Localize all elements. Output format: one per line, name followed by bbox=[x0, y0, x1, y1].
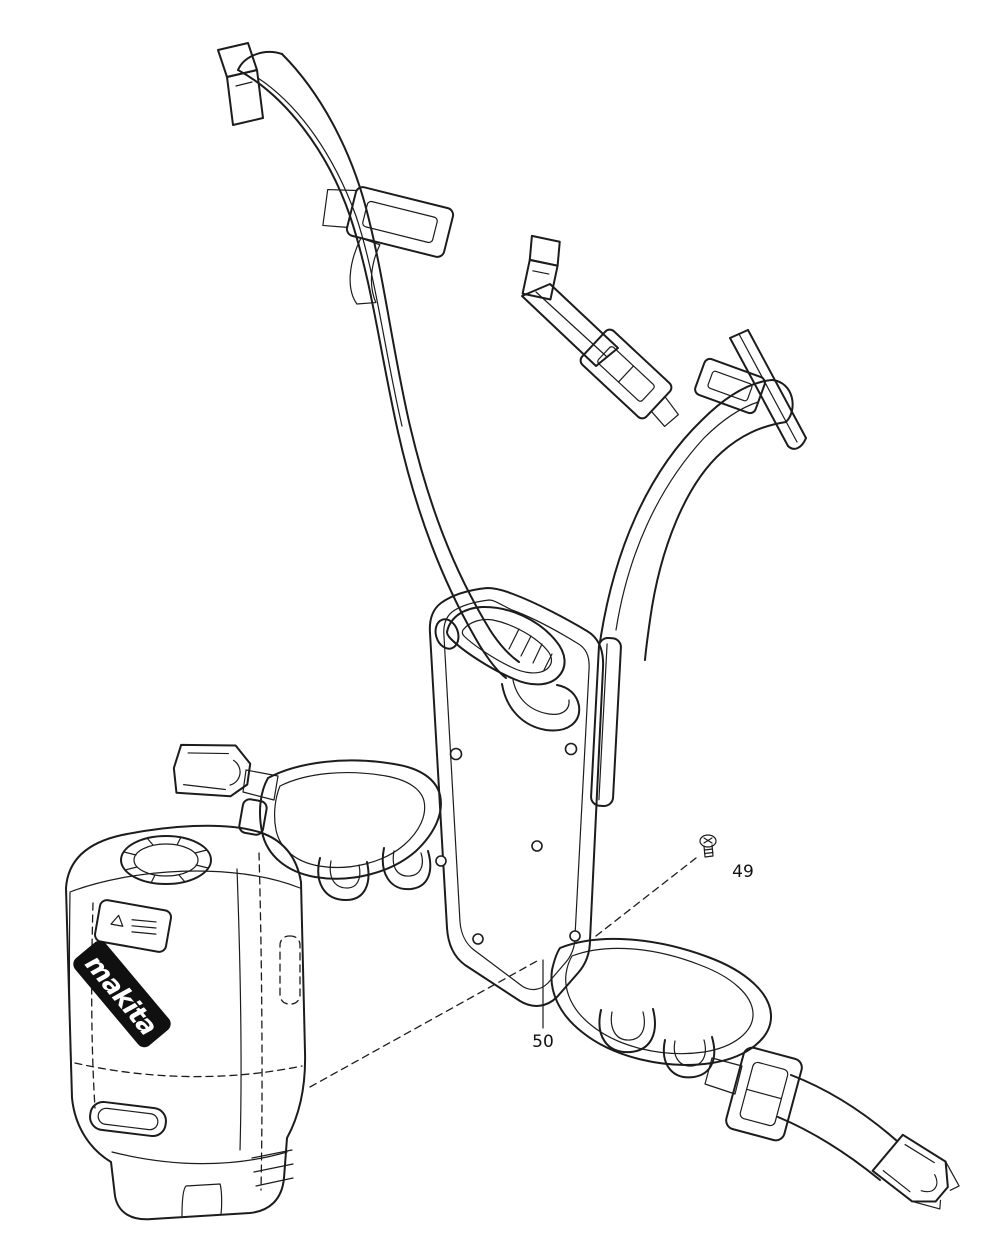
shoulder-strap-left bbox=[217, 42, 520, 679]
plate-hole bbox=[531, 840, 543, 852]
plate-rail-strip bbox=[590, 636, 622, 808]
tank-side-slot bbox=[279, 935, 301, 1005]
leader-line-tank-to-plate bbox=[309, 960, 538, 1088]
tank-latch-icon bbox=[94, 899, 172, 953]
part-50-label[interactable]: 50 bbox=[532, 1032, 554, 1052]
ladder-buckle-left-icon bbox=[322, 186, 455, 305]
tank-recess bbox=[89, 1100, 167, 1138]
makita-logo: makita bbox=[73, 940, 171, 1048]
waist-buckle-tip-icon bbox=[871, 1133, 960, 1210]
makita-logo-plate bbox=[73, 940, 171, 1048]
plate-hole bbox=[564, 742, 578, 756]
back-plate-part-50 bbox=[428, 587, 622, 1007]
waist-belt-right bbox=[550, 937, 960, 1210]
shoulder-strap-right bbox=[599, 329, 807, 661]
strap-top-clip-left-icon bbox=[217, 42, 264, 126]
part-49-label[interactable]: 49 bbox=[732, 862, 754, 882]
plate-hole bbox=[449, 747, 463, 761]
ladder-buckle-right-icon bbox=[694, 357, 766, 415]
tank-cap-icon bbox=[120, 835, 212, 885]
part-49-screw-icon bbox=[699, 834, 717, 858]
plate-hole bbox=[472, 933, 484, 945]
strap-top-clip-right-icon bbox=[521, 234, 561, 301]
tank: makita bbox=[65, 824, 307, 1221]
side-buckle-right-icon bbox=[579, 328, 679, 428]
plate-hole bbox=[569, 930, 581, 942]
waist-strap-keeper-left bbox=[238, 798, 268, 836]
strap-tail-right bbox=[729, 329, 807, 450]
plate-hole bbox=[435, 855, 447, 867]
carry-handle bbox=[434, 605, 581, 732]
waist-buckle-left-icon bbox=[172, 743, 252, 798]
callouts: 50 49 bbox=[309, 834, 754, 1088]
waist-belt-left bbox=[172, 743, 442, 901]
chest-strap-right bbox=[521, 234, 679, 428]
slider-buckle-right-icon bbox=[725, 1046, 803, 1142]
leader-line-49 bbox=[595, 857, 697, 937]
